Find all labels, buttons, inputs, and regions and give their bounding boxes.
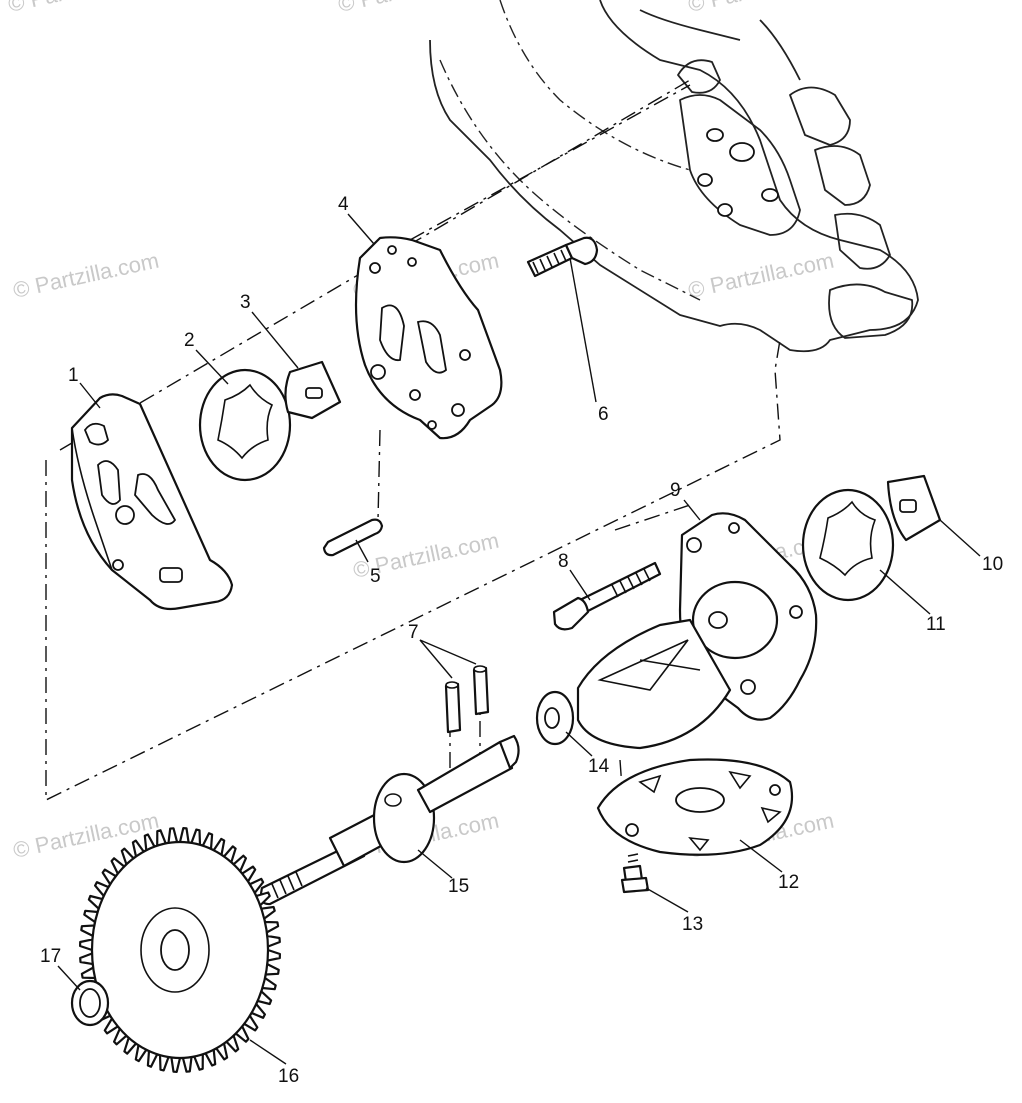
part-4-pump-plate	[354, 236, 503, 440]
part-12-strainer-screen	[596, 758, 794, 856]
callout-15: 15	[448, 876, 469, 897]
callouts: 1 2 3 4 5 6 7 8 9 10 11 12 13 14 15 16 1…	[40, 194, 1003, 1087]
part-13-screw	[620, 853, 650, 894]
callout-7: 7	[408, 622, 419, 643]
part-14-washer	[535, 690, 575, 746]
part-7-pins	[444, 665, 490, 734]
callout-12: 12	[778, 872, 799, 893]
part-5-dowel-pin	[322, 518, 384, 557]
part-6-bolt	[526, 236, 599, 278]
part-8-long-bolt	[552, 561, 662, 631]
callout-8: 8	[558, 551, 569, 572]
watermark: © Partzilla.com	[686, 248, 836, 303]
callout-11: 11	[926, 614, 946, 635]
part-3-inner-rotor	[284, 360, 342, 420]
callout-4: 4	[338, 194, 349, 215]
watermark: © Partzilla.com	[686, 0, 836, 17]
part-9-strainer-plate	[576, 618, 732, 750]
callout-17: 17	[40, 946, 61, 967]
callout-14: 14	[588, 756, 610, 777]
callout-13: 13	[682, 914, 703, 935]
callout-2: 2	[184, 330, 195, 351]
callout-5: 5	[370, 566, 381, 587]
part-1-pump-housing	[70, 393, 234, 611]
part-10-inner-rotor	[886, 474, 942, 542]
callout-1: 1	[68, 365, 79, 386]
callout-3: 3	[240, 292, 251, 313]
callout-6: 6	[598, 404, 609, 425]
callout-9: 9	[670, 480, 681, 501]
part-16-drive-gear	[79, 827, 281, 1073]
part-11-outer-rotor	[801, 488, 895, 602]
part-17-snap-ring	[70, 979, 110, 1027]
watermark: © Partzilla.com	[6, 0, 156, 17]
leader-lines	[57, 213, 981, 1065]
part-2-outer-rotor	[198, 368, 292, 482]
part-15-drive-shaft	[259, 734, 520, 906]
callout-10: 10	[982, 554, 1003, 575]
engine-crankcase	[429, 0, 919, 353]
watermark: © Partzilla.com	[336, 0, 486, 17]
callout-16: 16	[278, 1066, 299, 1087]
watermark: © Partzilla.com	[11, 248, 161, 303]
